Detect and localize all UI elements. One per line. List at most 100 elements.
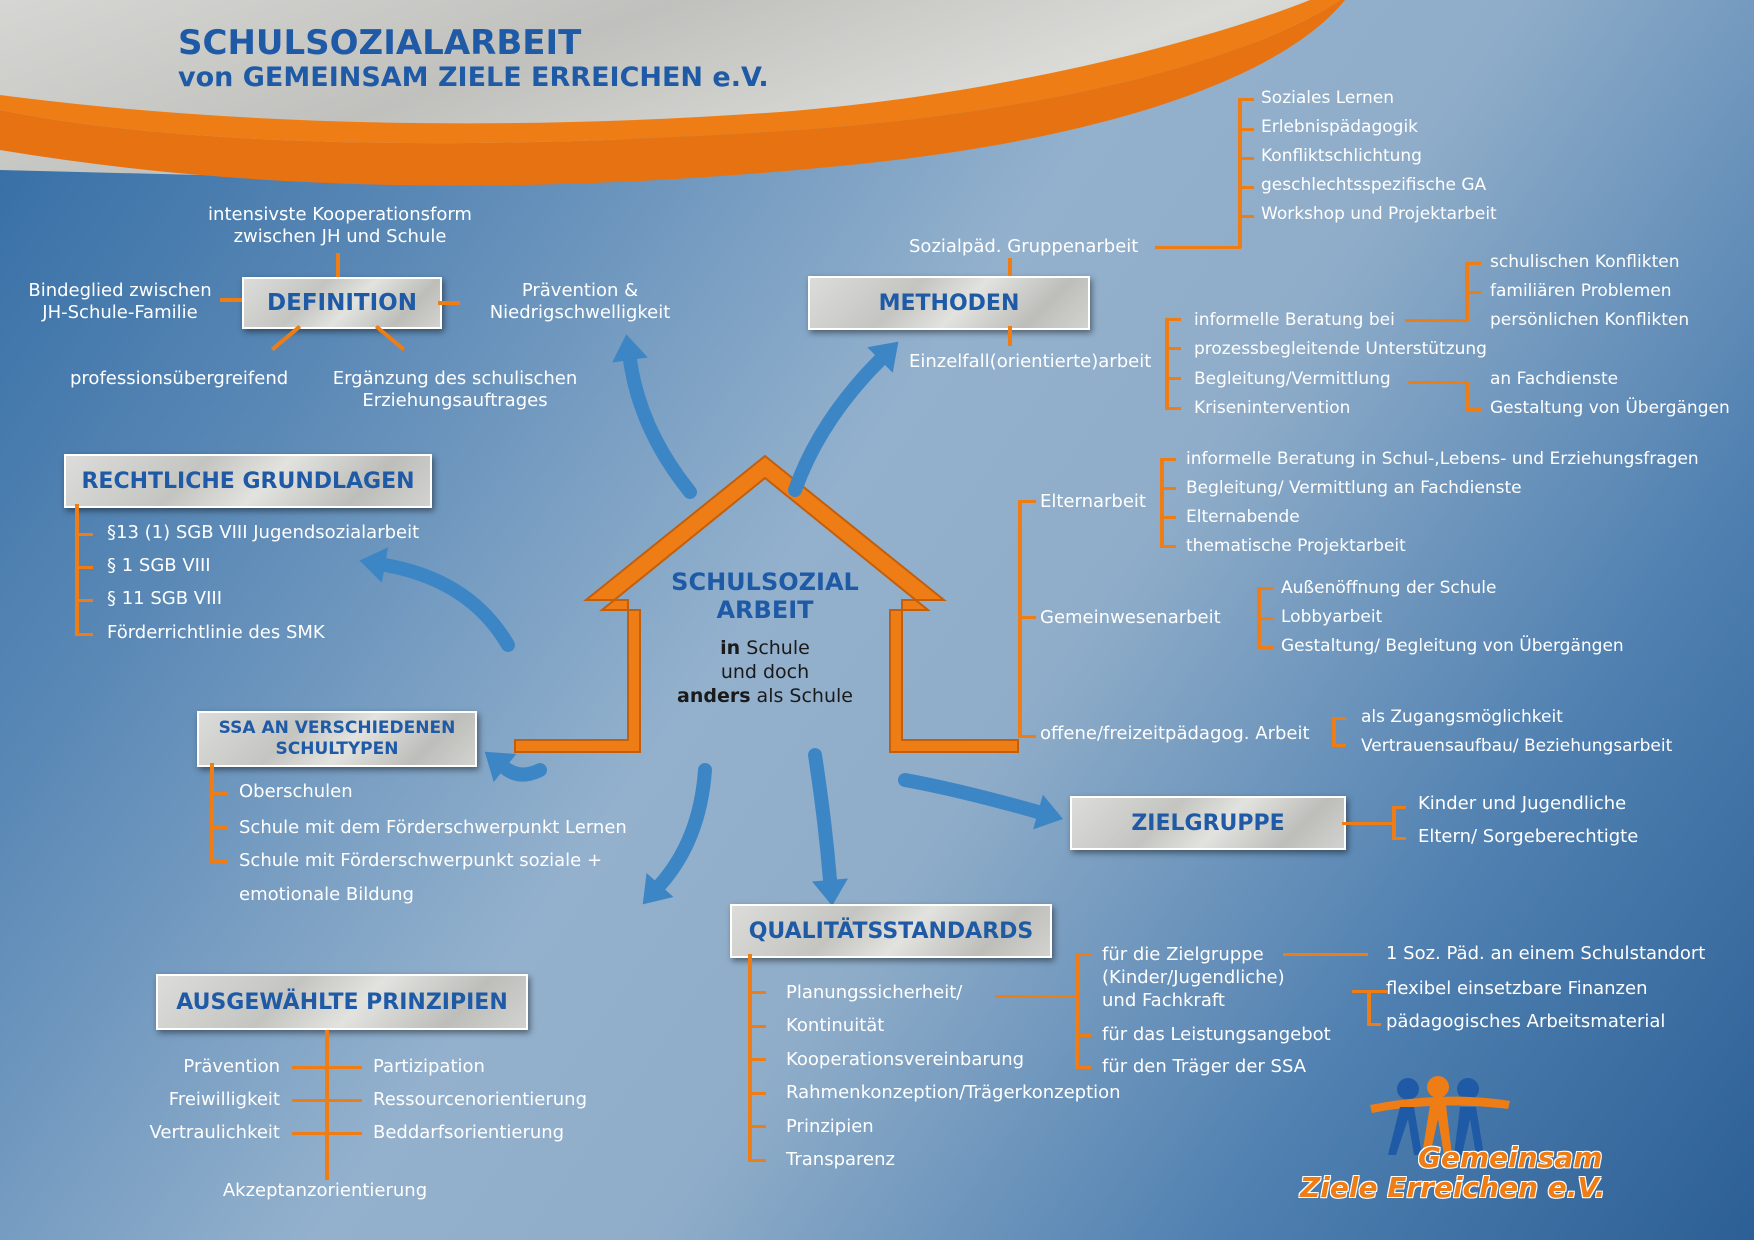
qualitaet-tick xyxy=(748,1159,766,1162)
weitere-tick xyxy=(1018,735,1036,738)
logo-figures-icon xyxy=(1370,1076,1510,1155)
eltern-tick xyxy=(1160,487,1176,490)
definition-bottom-right-text: Ergänzung des schulischen Erziehungsauft… xyxy=(332,368,578,411)
zielgruppe-item: Kinder und Jugendliche xyxy=(1418,793,1627,814)
zielgruppe-tick xyxy=(1392,837,1406,840)
weitere-main-bracket xyxy=(1018,500,1022,738)
methoden-einzel-tick xyxy=(1165,407,1181,410)
rechtliche-item: § 11 SGB VIII xyxy=(107,588,223,609)
arrow-zielgruppe-head xyxy=(1033,794,1064,830)
ssa-box: SSA AN VERSCHIEDENEN SCHULTYPEN xyxy=(197,711,477,767)
arrow-ssa xyxy=(498,761,547,782)
arrow-prinzipien-head xyxy=(642,873,674,905)
beratung-tick xyxy=(1465,291,1481,294)
zielgruppe-box: ZIELGRUPPE xyxy=(1070,796,1346,850)
eltern-item: Begleitung/ Vermittlung an Fachdienste xyxy=(1186,478,1522,498)
definition-right-text: Prävention & Niedrigschwelligkeit xyxy=(489,280,671,323)
eltern-item: thematische Projektarbeit xyxy=(1186,536,1406,556)
methoden-einzel-tick xyxy=(1165,377,1181,380)
eltern-item: Elternabende xyxy=(1186,507,1300,527)
prinzipien-left: Prävention xyxy=(183,1056,280,1077)
definition-line-top xyxy=(336,253,340,277)
prinzipien-left: Vertraulichkeit xyxy=(149,1122,280,1143)
prinzipien-right: Beddarfsorientierung xyxy=(373,1122,565,1143)
qualitaet-tick xyxy=(748,991,766,994)
qualitaet-tick xyxy=(748,1092,766,1095)
arrow-ssa-head xyxy=(484,751,517,783)
vermittlung-item: Gestaltung von Übergängen xyxy=(1490,398,1730,418)
prinzipien-right: Partizipation xyxy=(373,1056,485,1077)
offen-label: offene/freizeitpädagog. Arbeit xyxy=(1040,723,1310,744)
prinzipien-branch xyxy=(292,1132,362,1135)
gemeinwesen-tick xyxy=(1257,646,1273,649)
offen-tick xyxy=(1332,744,1346,747)
weitere-tick xyxy=(1018,500,1036,503)
subsub-bracket xyxy=(1367,990,1371,1026)
prinzipien-branch xyxy=(292,1099,362,1102)
qualitaet-sub-bracket xyxy=(1075,953,1079,1069)
qualitaet-item: Kontinuität xyxy=(786,1015,885,1036)
beratung-item: persönlichen Konflikten xyxy=(1490,310,1690,330)
zielgruppe-connector xyxy=(1342,822,1394,825)
ssa-item: Oberschulen xyxy=(239,781,353,802)
methoden-gruppen-bracket xyxy=(1238,98,1242,248)
qualitaet-item: Rahmenkonzeption/Trägerkonzeption xyxy=(786,1082,1121,1103)
methoden-tick xyxy=(1238,186,1254,189)
qualitaet-subsub-item: flexibel einsetzbare Finanzen xyxy=(1386,978,1648,999)
beratung-connector xyxy=(1405,319,1467,322)
definition-left-text: Bindeglied zwischen JH-Schule-Familie xyxy=(28,280,212,323)
methoden-einzel-item: informelle Beratung bei xyxy=(1194,310,1395,330)
subsub-tick xyxy=(1367,1023,1381,1026)
qualitaet-sub-tick xyxy=(1075,1034,1091,1037)
methoden-gruppen-item: Konfliktschlichtung xyxy=(1261,146,1422,166)
logo: Gemeinsam Ziele Erreichen e.V. xyxy=(1300,1075,1620,1205)
header-orange-swoosh-lower xyxy=(0,0,1345,186)
qualitaet-sub-item: für die Zielgruppe (Kinder/Jugendliche) … xyxy=(1102,944,1285,1011)
prinzipien-box: AUSGEWÄHLTE PRINZIPIEN xyxy=(156,974,528,1030)
definition-line-right xyxy=(438,301,460,305)
ssa-item: Schule mit dem Förderschwerpunkt Lernen xyxy=(239,817,627,838)
prinzipien-left: Freiwilligkeit xyxy=(168,1089,280,1110)
rechtliche-box: RECHTLICHE GRUNDLAGEN xyxy=(64,454,432,508)
prinzipien-trunk xyxy=(325,1030,329,1180)
qualitaet-tick xyxy=(748,1058,766,1061)
methoden-gruppen-item: Erlebnispädagogik xyxy=(1261,117,1419,137)
eltern-tick xyxy=(1160,516,1176,519)
center-anders: anders xyxy=(677,685,751,707)
methoden-einzel-tick xyxy=(1165,347,1181,350)
methoden-tick xyxy=(1238,157,1254,160)
gemeinwesen-item: Lobbyarbeit xyxy=(1281,607,1383,627)
qualitaet-item: Prinzipien xyxy=(786,1116,874,1137)
methoden-tick xyxy=(1238,98,1254,101)
methoden-tick xyxy=(1238,128,1254,131)
rechtliche-item: Förderrichtlinie des SMK xyxy=(107,622,325,643)
qualitaet-sub-item: für das Leistungsangebot xyxy=(1102,1024,1331,1045)
qualitaet-sub-item: für den Träger der SSA xyxy=(1102,1056,1307,1077)
qualitaet-subsub-item: pädagogisches Arbeitsmaterial xyxy=(1386,1011,1666,1032)
offen-item: als Zugangsmöglichkeit xyxy=(1361,707,1563,727)
arrow-rechtliche xyxy=(378,558,515,652)
header-title-block: SCHULSOZIALARBEIT von GEMEINSAM ZIELE ER… xyxy=(178,24,769,94)
qualitaet-box: QUALITÄTSSTANDARDS xyxy=(730,904,1052,958)
rechtliche-bracket xyxy=(75,504,79,636)
qualitaet-tick xyxy=(748,1125,766,1128)
arrow-definition xyxy=(623,353,697,499)
qualitaet-item: Planungssicherheit/ xyxy=(786,982,963,1003)
weitere-tick xyxy=(1018,616,1036,619)
ssa-item: emotionale Bildung xyxy=(239,884,414,905)
rechtliche-item: § 1 SGB VIII xyxy=(107,555,211,576)
arrow-definition-head xyxy=(612,334,648,363)
center-line2: und doch xyxy=(720,661,810,683)
center-line1: Schule xyxy=(740,637,810,659)
methoden-gruppen-item: Soziales Lernen xyxy=(1261,88,1395,108)
gemeinwesen-label: Gemeinwesenarbeit xyxy=(1040,607,1221,628)
house-outline xyxy=(514,454,1019,753)
definition-line-left xyxy=(220,298,242,302)
qualitaet-item: Transparenz xyxy=(786,1149,895,1170)
methoden-einzel-item: prozessbegleitende Unterstützung xyxy=(1194,339,1487,359)
header-orange-swoosh xyxy=(0,0,1340,144)
vermittlung-bracket xyxy=(1465,381,1469,411)
zielgruppe-bracket xyxy=(1392,806,1396,840)
qualitaet-subsub-item: 1 Soz. Päd. an einem Schulstandort xyxy=(1386,943,1706,964)
